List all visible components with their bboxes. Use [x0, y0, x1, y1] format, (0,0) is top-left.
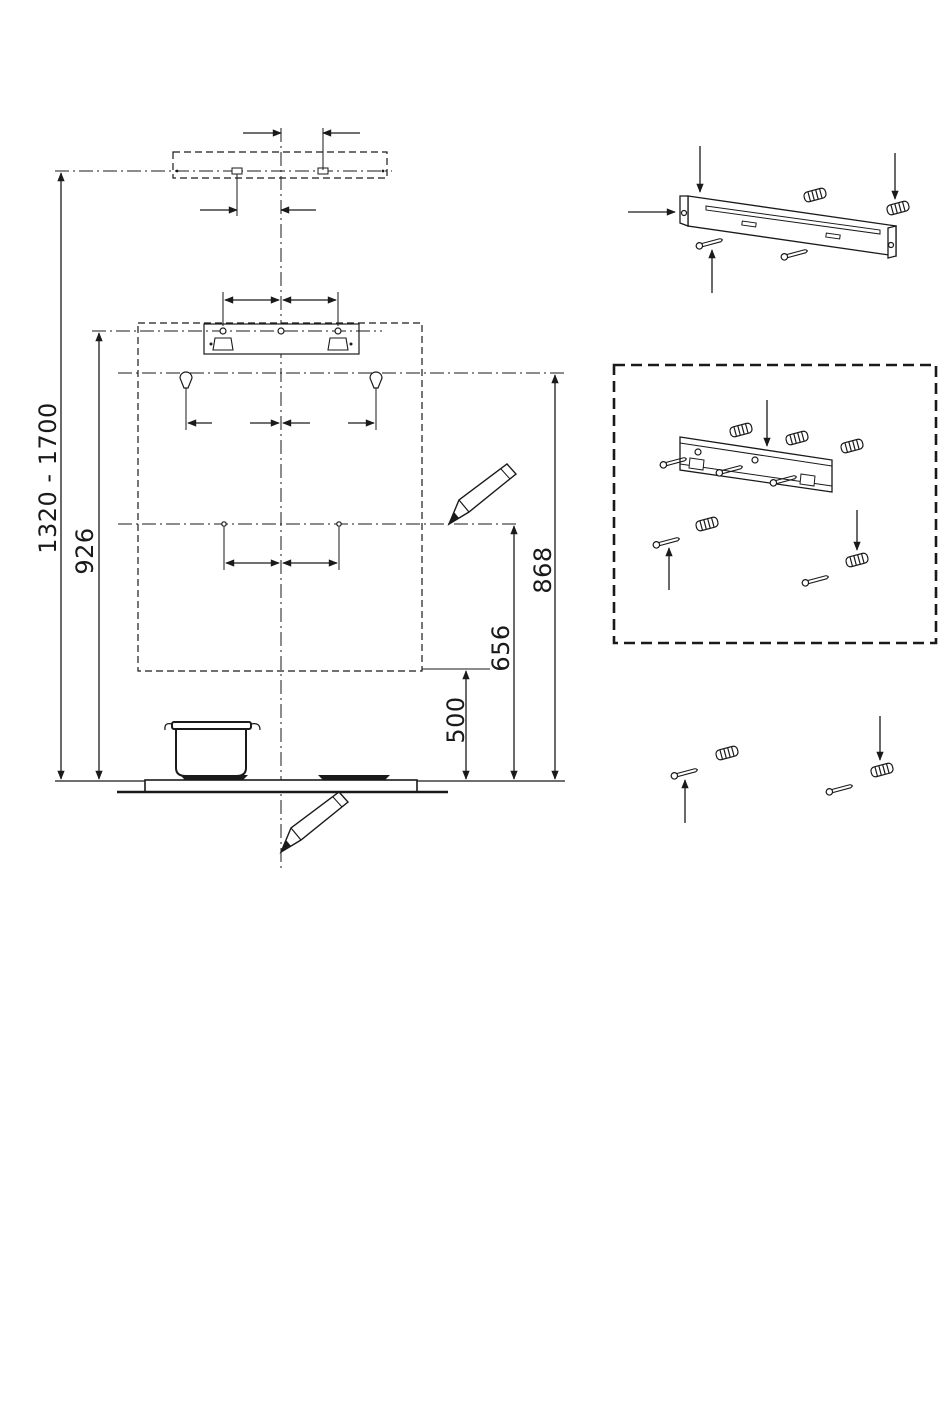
dim-label-bracket: 926 — [71, 527, 99, 574]
dim-label-keyhole: 868 — [529, 546, 557, 593]
hob-with-pot — [55, 722, 565, 792]
optional-detail-frame — [614, 365, 936, 643]
upper-bracket — [55, 128, 392, 216]
dim-label-total: 1320 - 1700 — [34, 402, 62, 554]
main-elevation-drawing: 1320 - 1700 926 868 656 500 — [34, 128, 565, 872]
bottom-fixings-detail — [670, 716, 893, 823]
optional-bracket-detail-box — [614, 365, 936, 643]
pencil-icon — [449, 464, 516, 524]
keyhole-holes — [118, 372, 565, 430]
drill-points — [118, 522, 516, 570]
dim-label-drill: 656 — [487, 624, 515, 671]
dim-label-clearance: 500 — [442, 696, 470, 743]
upper-bracket-install-detail — [628, 146, 910, 293]
pencil-icon — [281, 792, 348, 852]
